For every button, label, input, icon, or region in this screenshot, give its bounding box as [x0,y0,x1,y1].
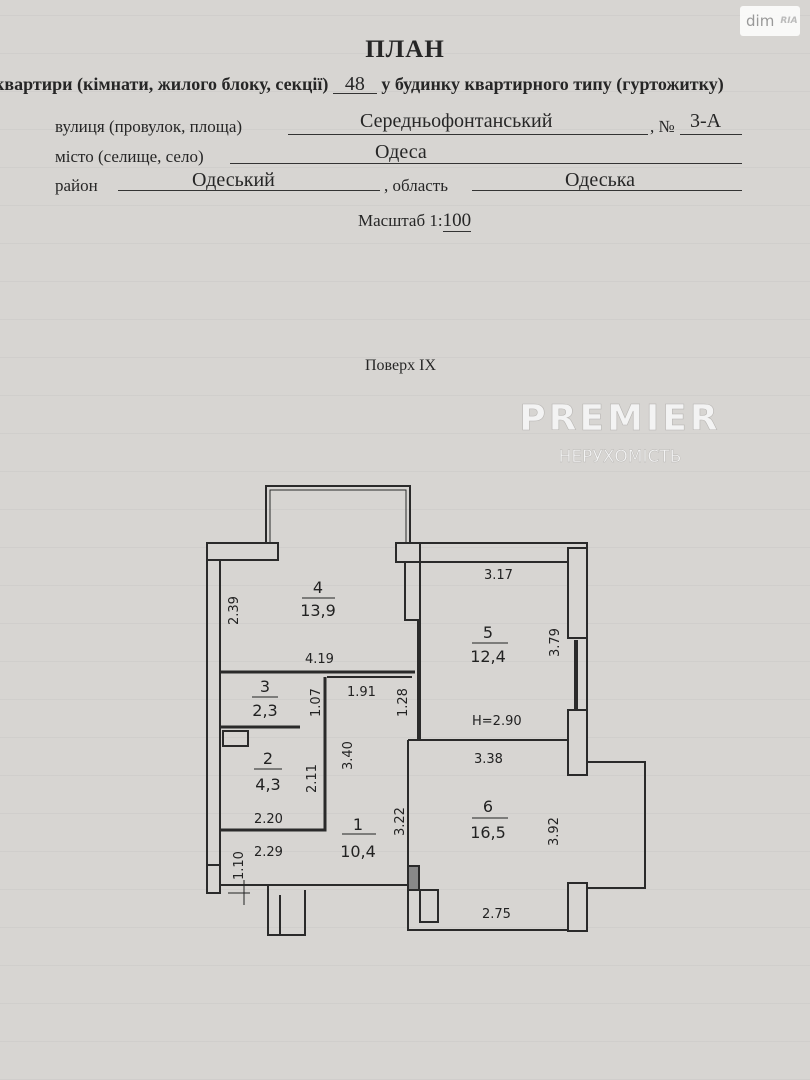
ceiling-height: H=2.90 [472,714,522,729]
room-4-area: 13,9 [300,601,336,620]
number-label: , № [650,117,675,136]
dim-2-75: 2.75 [482,907,511,922]
dim-3-38: 3.38 [474,752,503,767]
logo-text: dim [746,12,775,30]
height-prefix: H= [472,714,493,729]
dim-2-20: 2.20 [254,812,283,827]
dim-1-07: 1.07 [309,688,324,717]
dim-3-40: 3.40 [341,741,356,770]
floor-label: Поверх IX [365,357,436,374]
room-6-number: 6 [483,797,493,816]
room-3-area: 2,3 [252,701,277,720]
dim-3-92: 3.92 [547,817,562,846]
dim-1-10: 1.10 [232,851,247,880]
dim-ria-logo: dim RIA [740,6,800,36]
height-value: 2.90 [493,714,522,729]
document-title: ПЛАН [365,36,445,63]
region-label: , область [384,176,448,195]
dim-3-17: 3.17 [484,568,513,583]
district-value: Одеський [192,169,275,191]
dim-3-22: 3.22 [393,807,408,836]
dim-2-11: 2.11 [305,764,320,793]
dim-1-91: 1.91 [347,685,376,700]
room-1-area: 10,4 [340,842,376,861]
dim-2-39: 2.39 [227,596,242,625]
region-value: Одеська [565,169,636,191]
apartment-label: квартири (кімнати, жилого блоку, секції) [0,74,329,94]
room-2-number: 2 [263,749,273,768]
street-value: Середньофонтанський [360,110,553,132]
scale-label: Масштаб 1: [358,211,443,230]
room-6-area: 16,5 [470,823,506,842]
dim-4-19: 4.19 [305,652,334,667]
scale-value: 100 [442,210,472,232]
room-2-area: 4,3 [255,775,280,794]
logo-sub: RIA [780,16,798,26]
apartment-number: 48 [332,74,377,94]
room-5-area: 12,4 [470,647,506,666]
dim-1-28: 1.28 [396,688,411,717]
scale: Масштаб 1:100 [358,210,472,232]
number-value: 3-А [690,110,722,132]
city-label: місто (селище, село) [55,147,204,166]
apartment-line: квартири (кімнати, жилого блоку, секції)… [0,74,724,95]
dim-3-79: 3.79 [548,628,563,657]
room-4-number: 4 [313,578,323,597]
building-type-label: у будинку квартирного типу (гуртожитку) [381,74,724,94]
watermark-brand: PREMIER [519,398,720,439]
street-label: вулиця (провулок, площа) [55,117,243,136]
district-label: район [55,176,98,195]
room-1-number: 1 [353,815,363,834]
room-5-number: 5 [483,623,493,642]
watermark-sub: НЕРУХОМІСТЬ [559,447,682,467]
dim-2-29: 2.29 [254,845,283,860]
room-3-number: 3 [260,677,270,696]
city-value: Одеса [375,141,427,163]
